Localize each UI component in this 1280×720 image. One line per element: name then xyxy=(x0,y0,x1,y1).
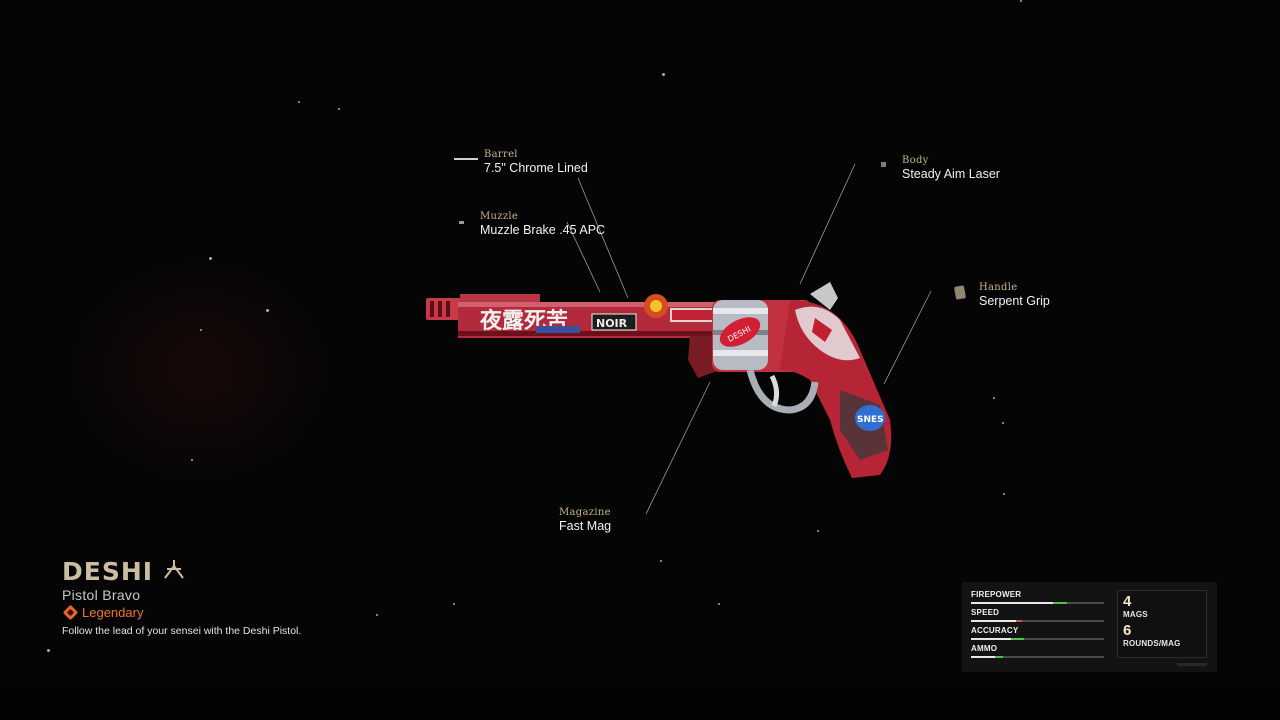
attachment-category: Body xyxy=(902,155,929,166)
stat-firepower: FIREPOWER xyxy=(971,590,1105,604)
attachment-handle[interactable]: Handle Serpent Grip xyxy=(979,282,1050,308)
mags-count: 4 xyxy=(1123,593,1132,610)
background-star xyxy=(1020,0,1022,2)
magazine-leader-line xyxy=(645,381,711,515)
background-star xyxy=(817,530,819,532)
background-star xyxy=(993,397,995,399)
handle-leader-line xyxy=(883,290,932,385)
stat-fill xyxy=(971,656,995,658)
stat-bar xyxy=(971,602,1104,604)
stat-modifier xyxy=(1010,638,1025,640)
mags-label: MAGS xyxy=(1123,610,1148,619)
stat-ammo: AMMO xyxy=(971,644,1105,658)
stat-label: AMMO xyxy=(971,644,998,653)
attachment-value: Steady Aim Laser xyxy=(902,166,1000,181)
background-star xyxy=(47,649,50,652)
body-leader-line xyxy=(799,163,856,285)
weapon-stats-panel: FIREPOWER SPEED ACCURACY AMMO 4 MAGS 6 R… xyxy=(962,582,1217,672)
background-star xyxy=(660,560,662,562)
attachment-category: Magazine xyxy=(559,507,611,518)
barrel-leader-line xyxy=(577,177,629,299)
attachment-magazine[interactable]: Magazine Fast Mag xyxy=(559,507,611,533)
stat-label: SPEED xyxy=(971,608,1000,617)
background-star xyxy=(200,329,202,331)
attachment-value: Muzzle Brake .45 APC xyxy=(480,222,606,237)
weapon-class-icon xyxy=(162,558,186,585)
attachment-category: Barrel xyxy=(484,149,518,160)
background-star xyxy=(298,101,300,103)
weapon-name: DESHI xyxy=(62,557,154,586)
attachment-body[interactable]: Body Steady Aim Laser xyxy=(902,155,1000,181)
attachment-value: Fast Mag xyxy=(559,518,612,533)
ammo-capacity-box: 4 MAGS 6 ROUNDS/MAG xyxy=(1117,590,1207,658)
rarity-row: Legendary xyxy=(62,604,301,621)
trigger xyxy=(769,374,780,407)
attachment-value: Serpent Grip xyxy=(979,293,1050,308)
background-glow xyxy=(60,250,340,490)
stat-label: ACCURACY xyxy=(971,626,1019,635)
background-star xyxy=(1003,493,1005,495)
stat-bar xyxy=(971,656,1104,658)
stat-bar xyxy=(971,638,1104,640)
background-star xyxy=(266,309,269,312)
background-star xyxy=(376,614,378,616)
attachment-category: Handle xyxy=(979,282,1018,293)
attachment-muzzle[interactable]: Muzzle Muzzle Brake .45 APC xyxy=(480,211,605,237)
muzzle-part-icon xyxy=(459,221,464,224)
barrel-part-icon xyxy=(454,158,478,160)
background-star xyxy=(662,73,665,76)
revolver-model: 夜露死苦 NOIR DESHI SNES xyxy=(426,282,892,478)
body-part-icon xyxy=(881,162,886,167)
stat-accuracy: ACCURACY xyxy=(971,626,1105,640)
hammer xyxy=(810,282,838,310)
stat-modifier xyxy=(1016,620,1022,622)
attachment-category: Muzzle xyxy=(480,211,519,222)
svg-text:NOIR: NOIR xyxy=(596,317,628,330)
weapon-description: Follow the lead of your sensei with the … xyxy=(62,625,302,637)
stat-fill xyxy=(971,638,1011,640)
stat-fill xyxy=(971,602,1054,604)
weapon-info: DESHI Pistol Bravo Legendary Follow the … xyxy=(62,557,301,637)
background-star xyxy=(1002,422,1004,424)
background-star xyxy=(191,459,193,461)
panel-watermark xyxy=(1177,663,1207,666)
background-star xyxy=(718,603,720,605)
stat-fill xyxy=(971,620,1017,622)
background-star xyxy=(209,257,212,260)
handle-part-icon xyxy=(953,285,967,300)
attachment-barrel[interactable]: Barrel 7.5" Chrome Lined xyxy=(484,149,588,175)
stat-modifier xyxy=(994,656,1003,658)
trigger-guard xyxy=(746,369,819,414)
svg-text:SNES: SNES xyxy=(857,415,884,425)
stat-modifier xyxy=(1053,602,1067,604)
stat-label: FIREPOWER xyxy=(971,590,1022,599)
muzzle-brake xyxy=(426,298,462,320)
rarity-label: Legendary xyxy=(82,605,144,620)
rounds-label: ROUNDS/MAG xyxy=(1123,639,1181,648)
bottom-bar xyxy=(0,688,1280,720)
background-star xyxy=(338,108,340,110)
muzzle-leader-line xyxy=(566,221,601,293)
stat-bar xyxy=(971,620,1104,622)
stat-speed: SPEED xyxy=(971,608,1105,622)
rounds-count: 6 xyxy=(1123,622,1132,639)
attachment-value: 7.5" Chrome Lined xyxy=(484,160,588,175)
weapon-class: Pistol Bravo xyxy=(62,587,141,603)
background-star xyxy=(453,603,455,605)
legendary-rarity-icon xyxy=(62,604,79,621)
